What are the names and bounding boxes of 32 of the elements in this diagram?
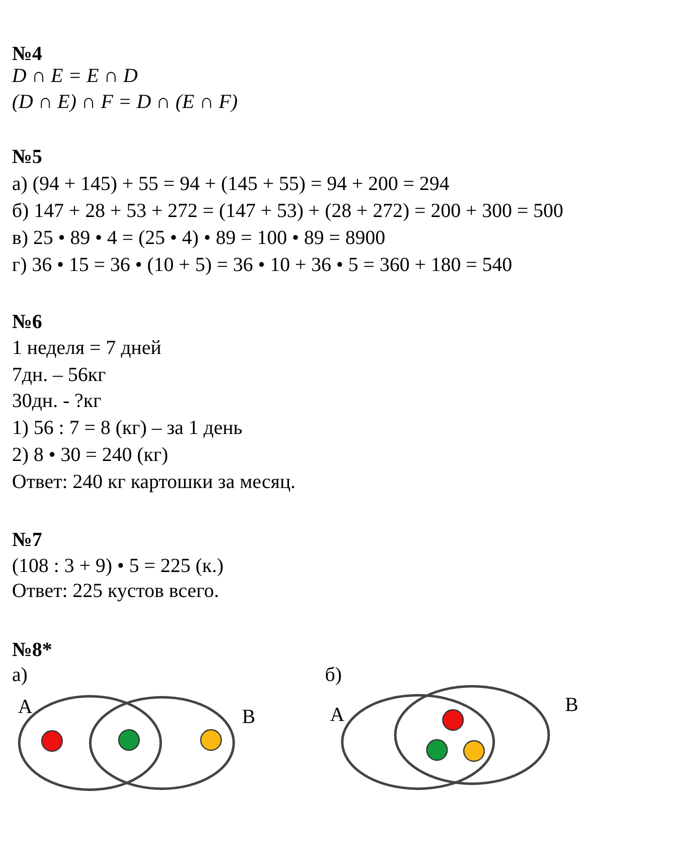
task-number: №7	[12, 530, 42, 550]
dot	[463, 740, 485, 762]
dot	[118, 729, 140, 751]
text-line: Ответ: 225 кустов всего.	[12, 581, 219, 601]
set-label: B	[242, 707, 256, 727]
set-label: A	[18, 697, 32, 717]
text-line: б) 147 + 28 + 53 + 272 = (147 + 53) + (28 + 272) = 200 + 300 = 500	[12, 201, 564, 221]
dot	[442, 709, 464, 731]
task-number: №8*	[12, 640, 52, 660]
text-line: 1) 56 : 7 = 8 (кг) – за 1 день	[12, 418, 242, 438]
text-line: а)	[12, 665, 28, 685]
set-ellipse	[18, 695, 162, 791]
task-number: №6	[12, 312, 42, 332]
dot	[426, 739, 448, 761]
text-line: б)	[325, 665, 342, 685]
text-line: (108 : 3 + 9) • 5 = 225 (к.)	[12, 556, 224, 576]
set-label: B	[565, 695, 578, 715]
text-line: а) (94 + 145) + 55 = 94 + (145 + 55) = 94 + 200 = 294	[12, 174, 450, 194]
text-line: 7дн. – 56кг	[12, 365, 106, 385]
task-number: №5	[12, 147, 42, 167]
dot	[200, 729, 222, 751]
task-number: №4	[12, 44, 42, 64]
text-line: 30дн. - ?кг	[12, 391, 102, 411]
text-line: 1 неделя = 7 дней	[12, 338, 162, 358]
dot	[41, 730, 63, 752]
text-line: 2) 8 • 30 = 240 (кг)	[12, 445, 168, 465]
text-line: D ∩ E = E ∩ D	[12, 66, 138, 86]
text-line: в) 25 • 89 • 4 = (25 • 4) • 89 = 100 • 89 = 8900	[12, 228, 386, 248]
text-line: (D ∩ E) ∩ F = D ∩ (E ∩ F)	[12, 92, 238, 112]
text-line: г) 36 • 15 = 36 • (10 + 5) = 36 • 10 + 36 • 5 = 360 + 180 = 540	[12, 255, 512, 275]
text-line: Ответ: 240 кг картошки за месяц.	[12, 472, 296, 492]
set-label: A	[330, 705, 344, 725]
